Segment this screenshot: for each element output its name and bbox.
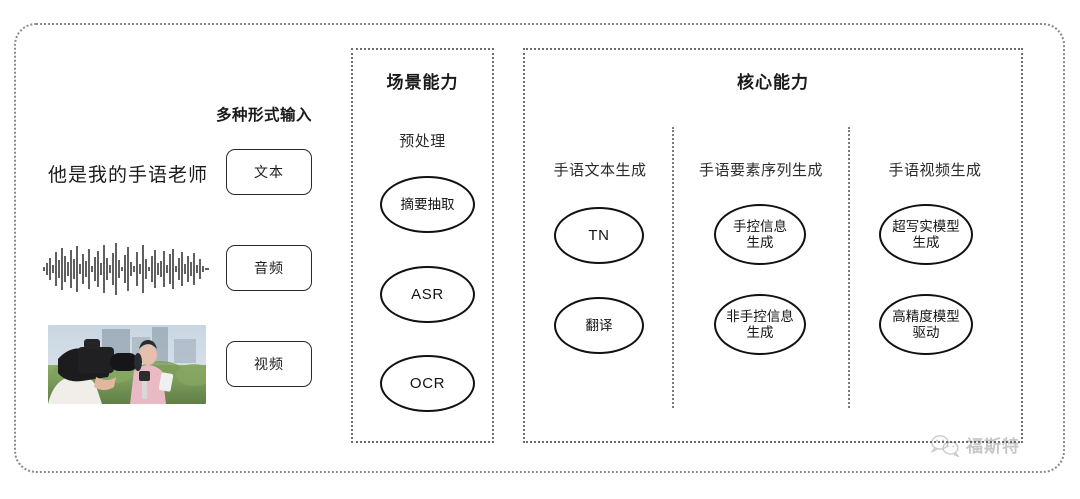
scene-panel-title: 场景能力 xyxy=(386,73,459,92)
core-panel-divider-1 xyxy=(672,127,674,408)
core-column-2-header: 手语要素序列生成 xyxy=(698,162,823,179)
input-chip-video-label: 视频 xyxy=(254,356,284,372)
node-non-manual-feature-generation[interactable]: 非手控信息 生成 xyxy=(714,294,806,355)
input-section-heading: 多种形式输入 xyxy=(216,107,313,124)
node-tn[interactable]: TN xyxy=(554,207,644,264)
input-chip-video[interactable]: 视频 xyxy=(226,341,312,387)
node-translation[interactable]: 翻译 xyxy=(554,297,644,354)
node-manual-feature-generation-label: 手控信息 生成 xyxy=(733,218,787,250)
input-chip-audio-label: 音频 xyxy=(254,260,284,276)
video-thumbnail-icon xyxy=(48,325,206,404)
scene-capability-panel: 场景能力 预处理 xyxy=(351,48,494,443)
node-tn-label: TN xyxy=(588,226,610,244)
watermark-text: 福斯特 xyxy=(966,437,1020,456)
core-column-1-header: 手语文本生成 xyxy=(553,162,647,179)
core-capability-panel: 核心能力 xyxy=(523,48,1023,443)
node-manual-feature-generation[interactable]: 手控信息 生成 xyxy=(714,204,806,265)
node-summary-extraction[interactable]: 摘要抽取 xyxy=(380,176,475,233)
input-chip-text-label: 文本 xyxy=(254,164,284,180)
node-asr[interactable]: ASR xyxy=(380,266,475,323)
node-photorealistic-model-generation-label: 超写实模型 生成 xyxy=(892,218,960,250)
input-chip-text[interactable]: 文本 xyxy=(226,149,312,195)
core-column-3-header: 手语视频生成 xyxy=(888,162,982,179)
node-ocr[interactable]: OCR xyxy=(380,355,475,412)
wechat-icon xyxy=(930,434,960,457)
core-panel-title: 核心能力 xyxy=(737,73,809,92)
node-ocr-label: OCR xyxy=(409,374,446,392)
node-photorealistic-model-generation[interactable]: 超写实模型 生成 xyxy=(879,204,973,265)
watermark: 福斯特 xyxy=(930,432,1020,457)
sample-sentence-text: 他是我的手语老师 xyxy=(48,165,209,186)
node-high-precision-model-driving-label: 高精度模型 驱动 xyxy=(892,308,960,340)
node-summary-extraction-label: 摘要抽取 xyxy=(400,196,455,212)
node-non-manual-feature-generation-label: 非手控信息 生成 xyxy=(726,308,794,340)
scene-panel-group-label: 预处理 xyxy=(399,133,446,150)
node-asr-label: ASR xyxy=(411,285,444,303)
node-translation-label: 翻译 xyxy=(585,317,613,333)
core-panel-divider-2 xyxy=(848,127,850,408)
audio-waveform-icon xyxy=(43,243,209,295)
node-high-precision-model-driving[interactable]: 高精度模型 驱动 xyxy=(879,294,973,355)
input-chip-audio[interactable]: 音频 xyxy=(226,245,312,291)
